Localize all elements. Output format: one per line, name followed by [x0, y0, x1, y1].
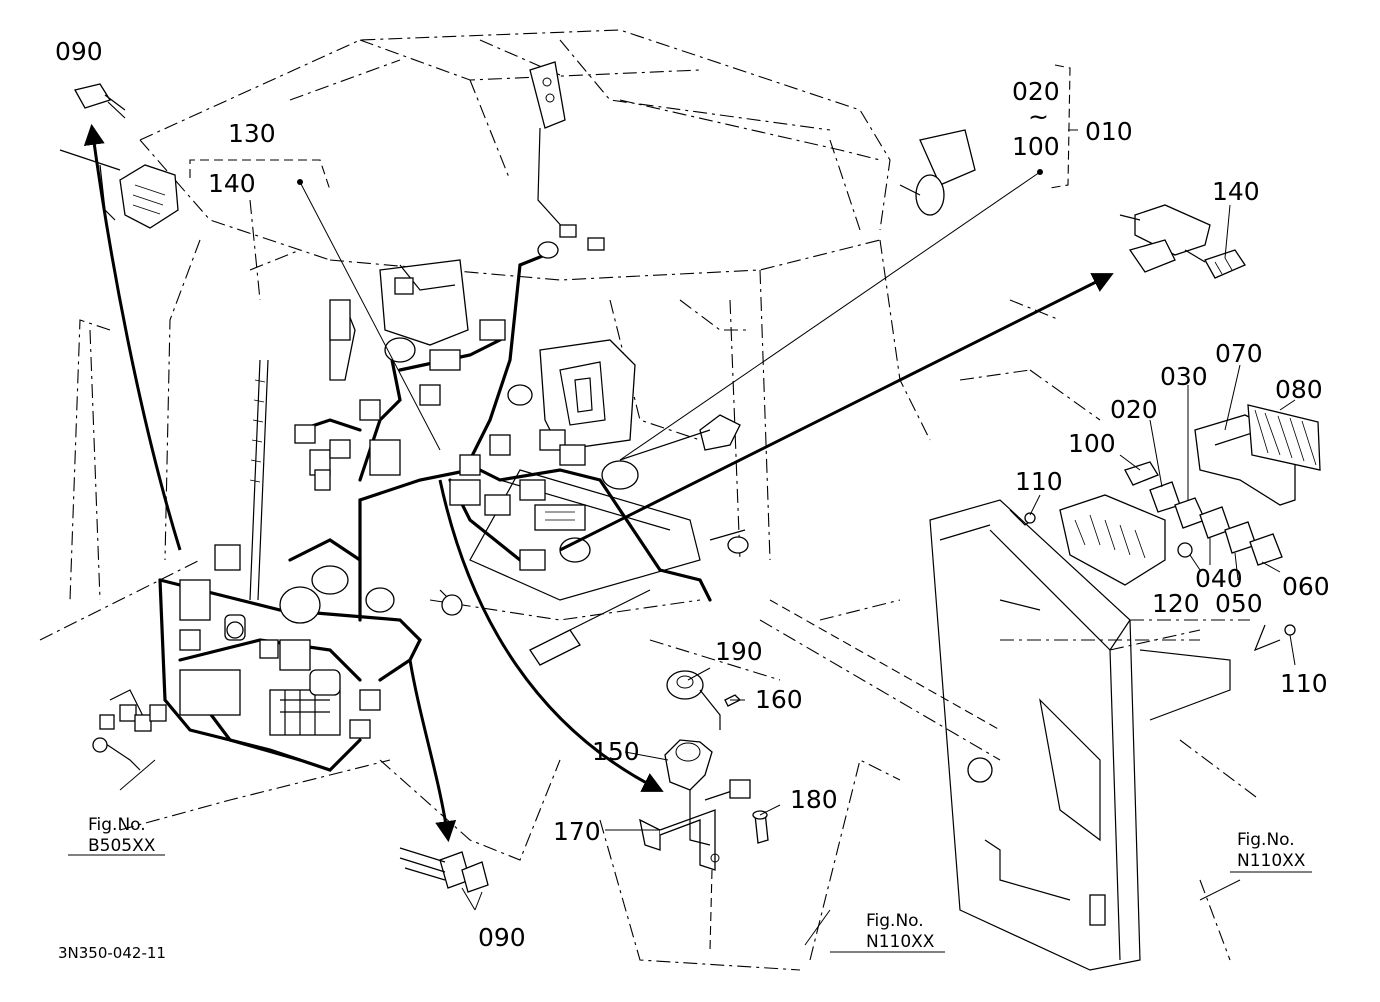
callout-160: 160 — [755, 685, 803, 714]
group-bracket-010 — [1049, 64, 1071, 189]
callout-130: 130 — [228, 119, 276, 148]
callout-190: 190 — [715, 637, 763, 666]
callout-tilde: ~ — [1028, 102, 1049, 131]
side-panel — [929, 499, 1261, 971]
callout-030: 030 — [1160, 362, 1208, 391]
callout-080: 080 — [1275, 375, 1323, 404]
fig-ref-left-label: Fig.No. — [88, 815, 146, 835]
callout-170: 170 — [553, 817, 601, 846]
rear-work-light — [899, 129, 976, 216]
callout-090-top: 090 — [55, 37, 103, 66]
joystick — [529, 414, 749, 666]
fig-ref-left: Fig.No. B505XX — [68, 815, 165, 856]
callout-100: 100 — [1068, 429, 1116, 458]
callout-070: 070 — [1215, 339, 1263, 368]
cab-outline — [39, 29, 1101, 971]
drawing-code: 3N350-042-11 — [58, 944, 166, 962]
connector-140-detail — [1119, 204, 1246, 279]
callout-180: 180 — [790, 785, 838, 814]
callout-140-left: 140 — [208, 169, 256, 198]
callout-020: 020 — [1110, 395, 1158, 424]
callout-labels: 090 130 140 020 ~ 100 010 140 070 030 08… — [55, 37, 1330, 952]
callout-100-top: 100 — [1012, 132, 1060, 161]
callout-090-bottom: 090 — [478, 923, 526, 952]
callout-140-right: 140 — [1212, 177, 1260, 206]
callout-040: 040 — [1195, 564, 1243, 593]
callout-060: 060 — [1282, 572, 1330, 601]
leader-lines — [119, 169, 1296, 946]
fig-ref-right-label: Fig.No. — [1237, 830, 1295, 850]
wiring-harness — [99, 253, 712, 772]
fig-ref-left-code: B505XX — [88, 836, 156, 856]
connector-090-top — [74, 83, 126, 119]
callout-020-top: 020 — [1012, 77, 1060, 106]
battery-box — [379, 259, 469, 346]
fig-ref-right-code: N110XX — [1237, 851, 1306, 871]
fig-ref-bottom-label: Fig.No. — [866, 911, 924, 931]
fuse-box-detail — [1009, 404, 1321, 652]
callout-050: 050 — [1215, 589, 1263, 618]
left-beacon — [59, 149, 179, 229]
connector-090-bottom — [399, 847, 489, 893]
top-lamp — [529, 61, 605, 251]
fig-ref-bottom-code: N110XX — [866, 932, 935, 952]
callout-120: 120 — [1152, 589, 1200, 618]
group-bracket-130 — [189, 159, 331, 191]
callout-010: 010 — [1085, 117, 1133, 146]
fig-ref-right: Fig.No. N110XX — [1230, 830, 1312, 873]
leader-arrows — [83, 123, 1114, 843]
callout-110-bottom: 110 — [1280, 669, 1328, 698]
callout-150: 150 — [592, 737, 640, 766]
fig-ref-bottom: Fig.No. N110XX — [830, 911, 945, 953]
seat — [469, 339, 701, 601]
callout-110-top: 110 — [1015, 467, 1063, 496]
components — [92, 241, 591, 753]
buzzer-bracket-detail — [639, 670, 769, 951]
